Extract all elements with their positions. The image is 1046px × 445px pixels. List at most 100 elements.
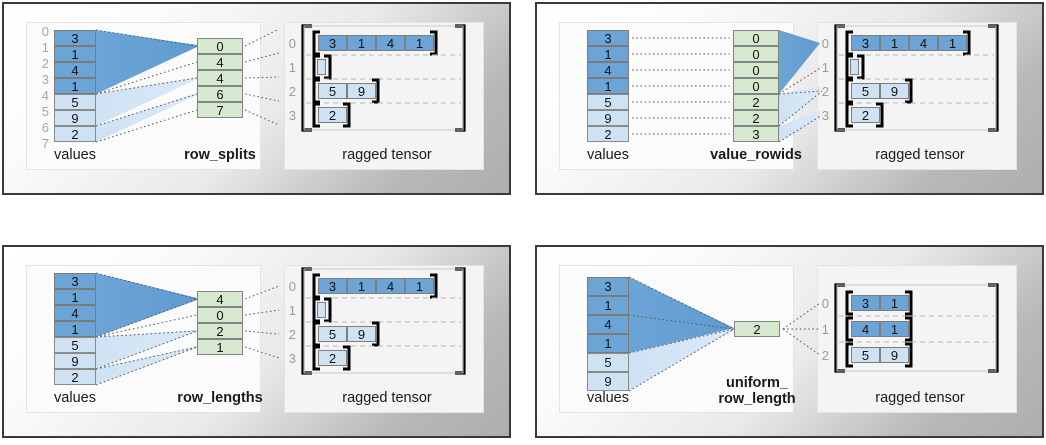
panel4-tensor-row-index: 1 <box>821 322 829 337</box>
panel2-encoding-caption: value_rowids <box>710 147 802 163</box>
panel4-value-cell: 5 <box>587 353 629 372</box>
panel2-value-cell: 1 <box>587 46 629 62</box>
panel2-partition-cell: 2 <box>733 94 779 110</box>
panel3-tensor-empty-cell <box>317 302 326 318</box>
panel3-tensor-row-index: 1 <box>288 303 296 318</box>
panel3-tensor-cell: 9 <box>347 326 376 342</box>
panel2-tensor-row-index: 1 <box>821 60 829 75</box>
panel1-tensor-cell: 9 <box>347 83 376 99</box>
panel3-value-cell: 1 <box>54 289 96 305</box>
panel1-tensor-row-index: 2 <box>288 84 296 99</box>
panel2-tensor-empty-cell <box>850 59 859 75</box>
panel2-value-cell: 4 <box>587 62 629 78</box>
panel1-tensor-empty-cell <box>317 59 326 75</box>
panel1-tensor-row-index: 1 <box>288 60 296 75</box>
panel4-tensor-cell: 5 <box>851 347 880 363</box>
panel4-tensor-cell: 4 <box>851 321 880 337</box>
panel1-tensor-cell: 3 <box>318 35 347 51</box>
panel4-encoding-caption: uniform_ row_length <box>718 375 796 407</box>
panel2-tensor-cell: 9 <box>880 83 909 99</box>
panel2-tensor-caption: ragged tensor <box>875 147 965 163</box>
panel2-value-cell: 2 <box>587 126 629 142</box>
panel1-value-index-label: 6 <box>41 120 49 135</box>
panel4-partition-cell: 2 <box>734 321 780 337</box>
panel3-tensor-cell: 5 <box>318 326 347 342</box>
panel1-value-index-label: 4 <box>41 88 49 103</box>
panel3-encoding-caption: row_lengths <box>177 390 263 406</box>
panel3-partition-cell: 4 <box>197 291 243 307</box>
panel2-partition-cell: 0 <box>733 46 779 62</box>
panel3-partition-cell: 1 <box>197 339 243 355</box>
panel3-tensor-cell: 1 <box>347 278 376 294</box>
panel1-tensor-cell: 1 <box>405 35 434 51</box>
panel1-tensor-cell: 2 <box>318 107 347 123</box>
panel1-tensor-cell: 1 <box>347 35 376 51</box>
panel2-tensor-cell: 5 <box>851 83 880 99</box>
panel1-partition-cell: 4 <box>197 54 243 70</box>
panel1-partition-cell: 7 <box>197 102 243 118</box>
panel2-tensor-cell: 3 <box>851 35 880 51</box>
panel2-partition-cell: 2 <box>733 110 779 126</box>
panel3-partition-cell: 0 <box>197 307 243 323</box>
panel4-tensor-cell: 1 <box>880 295 909 311</box>
panel4-value-cell: 4 <box>587 315 629 334</box>
panel1-value-cell: 2 <box>54 126 96 142</box>
panel4-tensor-caption: ragged tensor <box>875 390 965 406</box>
panel2-tensor-cell: 1 <box>880 35 909 51</box>
panel4-values-caption: values <box>587 390 629 406</box>
panel1-partition-cell: 0 <box>197 38 243 54</box>
panel4-value-cell: 3 <box>587 277 629 296</box>
panel2-partition-cell: 0 <box>733 62 779 78</box>
panel2-tensor-cell: 1 <box>938 35 967 51</box>
panel1-tensor-cell: 4 <box>376 35 405 51</box>
panel1-values-caption: values <box>54 147 96 163</box>
panel3-value-cell: 9 <box>54 353 96 369</box>
panel3-tensor-row-index: 2 <box>288 327 296 342</box>
panel2-partition-cell: 0 <box>733 30 779 46</box>
panel2-value-cell: 9 <box>587 110 629 126</box>
panel2-tensor-cell: 2 <box>851 107 880 123</box>
panel2-tensor-cell: 4 <box>909 35 938 51</box>
panel3-tensor-row-index: 0 <box>288 279 296 294</box>
panel1-value-index-label: 1 <box>41 40 49 55</box>
panel2-partition-cell: 3 <box>733 126 779 142</box>
panel3-tensor-cell: 4 <box>376 278 405 294</box>
panel1-value-cell: 3 <box>54 30 96 46</box>
panel1-tensor-cell: 5 <box>318 83 347 99</box>
panel1-value-cell: 5 <box>54 94 96 110</box>
panel3-tensor-row-index: 3 <box>288 351 296 366</box>
panel1-value-index-label: 0 <box>41 24 49 39</box>
panel1-partition-cell: 4 <box>197 70 243 86</box>
panel3-tensor-cell: 2 <box>318 350 347 366</box>
panel2-partition-cell: 0 <box>733 78 779 94</box>
panel3-partition-cell: 2 <box>197 323 243 339</box>
panel3-tensor-cell: 1 <box>405 278 434 294</box>
panel4-tensor-cell: 9 <box>880 347 909 363</box>
panel3-value-cell: 5 <box>54 337 96 353</box>
panel1-value-index-label: 3 <box>41 72 49 87</box>
panel3-values-caption: values <box>54 390 96 406</box>
panel1-value-index-label: 2 <box>41 56 49 71</box>
panel4-tensor-cell: 3 <box>851 295 880 311</box>
panel4-tensor-row-index: 0 <box>821 296 829 311</box>
panel4-tensor-row-index: 2 <box>821 348 829 363</box>
panel3-tensor-cell: 3 <box>318 278 347 294</box>
panel1-value-cell: 4 <box>54 62 96 78</box>
panel1-value-cell: 1 <box>54 78 96 94</box>
panel1-value-index-label: 7 <box>41 136 49 151</box>
panel4-tensor-cell: 1 <box>880 321 909 337</box>
panel1-tensor-row-index: 0 <box>288 36 296 51</box>
panel1-value-cell: 1 <box>54 46 96 62</box>
panel2-value-cell: 3 <box>587 30 629 46</box>
panel4-value-cell: 9 <box>587 372 629 391</box>
panel1-tensor-row-index: 3 <box>288 108 296 123</box>
panel2-value-cell: 5 <box>587 94 629 110</box>
panel3-value-cell: 1 <box>54 321 96 337</box>
panel3-tensor-caption: ragged tensor <box>342 390 432 406</box>
panel2-values-caption: values <box>587 147 629 163</box>
panel4-value-cell: 1 <box>587 296 629 315</box>
panel1-value-index-label: 5 <box>41 104 49 119</box>
panel3-value-cell: 4 <box>54 305 96 321</box>
panel1-tensor-caption: ragged tensor <box>342 147 432 163</box>
